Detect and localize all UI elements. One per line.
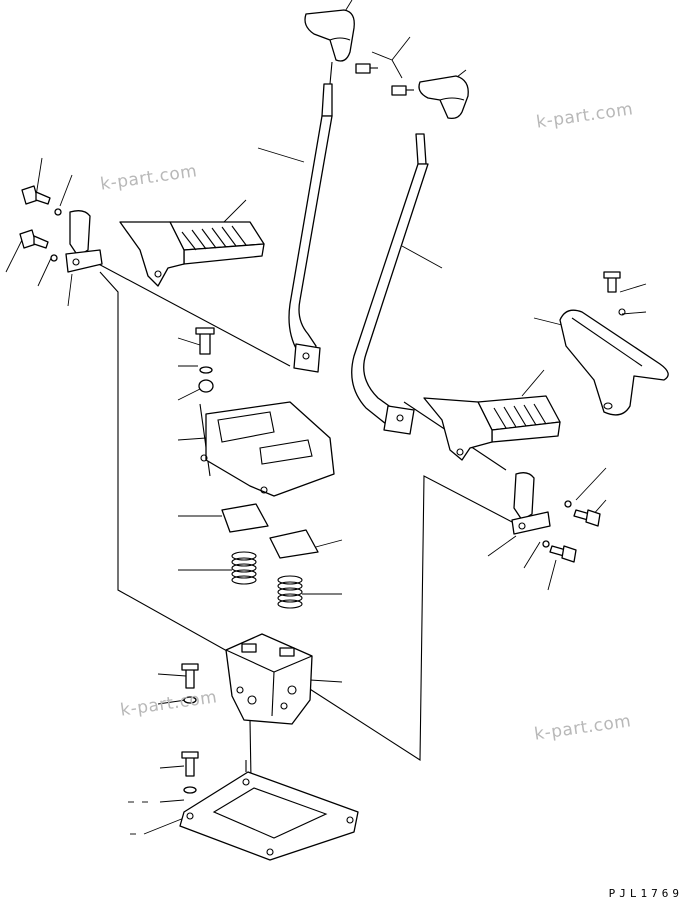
base-plate [179, 771, 359, 861]
left-hinge-bracket [65, 210, 103, 273]
right-bolts [542, 500, 601, 563]
left-foot-pedal [119, 221, 265, 287]
grip-screws [355, 63, 414, 96]
base-bolt [181, 751, 199, 794]
leader-lines [5, 0, 647, 835]
right-side-cover [559, 271, 669, 416]
return-springs [231, 551, 303, 609]
right-control-lever [351, 133, 429, 435]
right-grip-knob [418, 75, 469, 120]
pilot-valve-body [225, 633, 313, 725]
valve-bolt [181, 663, 199, 704]
drawing-code: PJL1769 [608, 887, 683, 900]
left-bolts [19, 185, 62, 262]
right-hinge-bracket [511, 472, 551, 535]
right-foot-pedal [423, 395, 561, 461]
left-control-lever [288, 83, 333, 373]
spring-plates [221, 503, 319, 559]
left-grip-knob [304, 9, 355, 85]
valve-boot-cover [195, 327, 335, 497]
